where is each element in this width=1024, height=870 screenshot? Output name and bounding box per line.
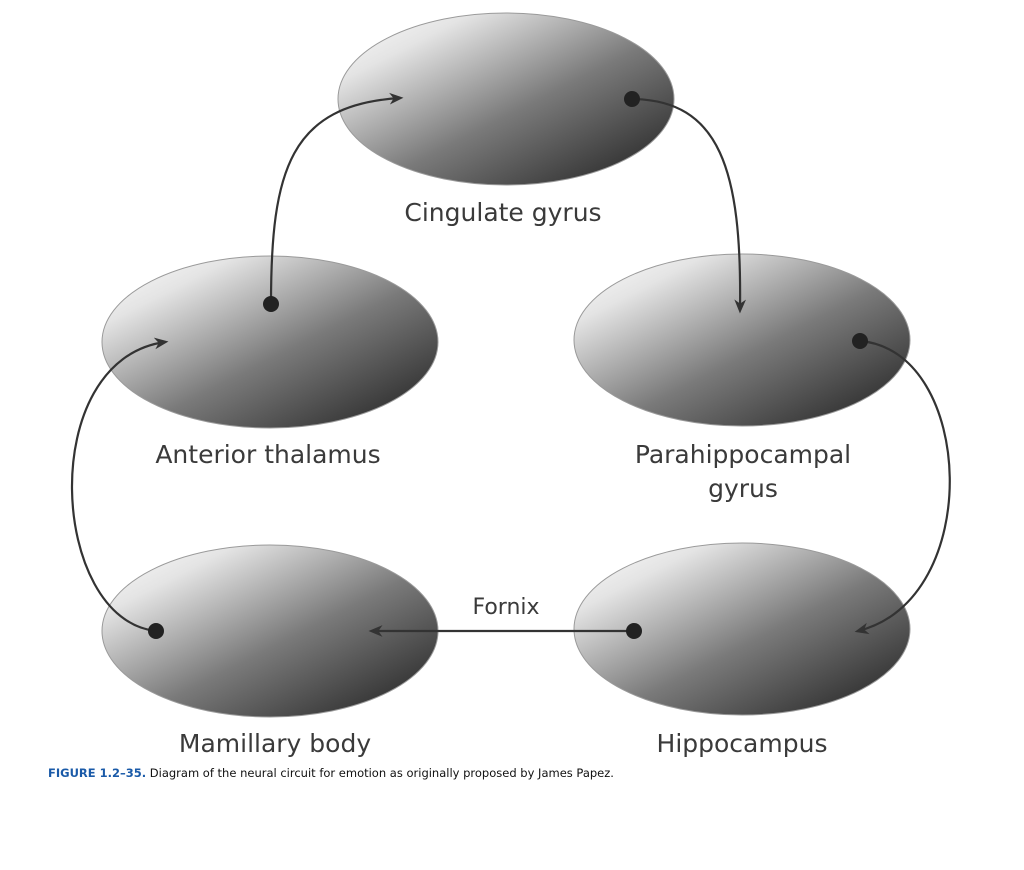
hippocampus-label: Hippocampus bbox=[657, 729, 828, 758]
node-cingulate-gyrus bbox=[337, 12, 675, 186]
anterior-thalamus-source-dot bbox=[263, 296, 279, 312]
cingulate-gyrus-source-dot bbox=[624, 91, 640, 107]
figure-caption: FIGURE 1.2–35. Diagram of the neural cir… bbox=[48, 766, 614, 780]
parahippocampal-gyrus-label-line-1: Parahippocampal bbox=[635, 440, 851, 469]
node-parahippocampal-gyrus bbox=[573, 253, 911, 427]
edge-cingulate-to-parahippocampal bbox=[631, 97, 746, 314]
anterior-thalamus-label: Anterior thalamus bbox=[155, 440, 380, 469]
figure-caption-text: Diagram of the neural circuit for emotio… bbox=[149, 766, 614, 780]
mamillary-body-label: Mamillary body bbox=[179, 729, 371, 758]
parahippocampal-gyrus-source-dot bbox=[852, 333, 868, 349]
parahippocampal-gyrus-label-line-2: gyrus bbox=[708, 474, 778, 503]
mamillary-body-source-dot bbox=[148, 623, 164, 639]
fornix-label: Fornix bbox=[472, 595, 539, 620]
cingulate-gyrus-ellipse bbox=[337, 12, 675, 186]
cingulate-gyrus-label: Cingulate gyrus bbox=[404, 198, 601, 227]
hippocampus-ellipse bbox=[573, 542, 911, 716]
edge-parahippocampal-to-hippocampus bbox=[854, 339, 951, 635]
anterior-thalamus-ellipse bbox=[101, 255, 439, 429]
edge-mamillary-to-anterior bbox=[70, 337, 169, 633]
figure-caption-tag: FIGURE 1.2–35. bbox=[48, 766, 147, 780]
node-hippocampus bbox=[573, 542, 911, 716]
node-anterior-thalamus bbox=[101, 255, 439, 429]
hippocampus-source-dot bbox=[626, 623, 642, 639]
parahippocampal-gyrus-ellipse bbox=[573, 253, 911, 427]
edge-anterior-to-cingulate bbox=[269, 92, 404, 305]
